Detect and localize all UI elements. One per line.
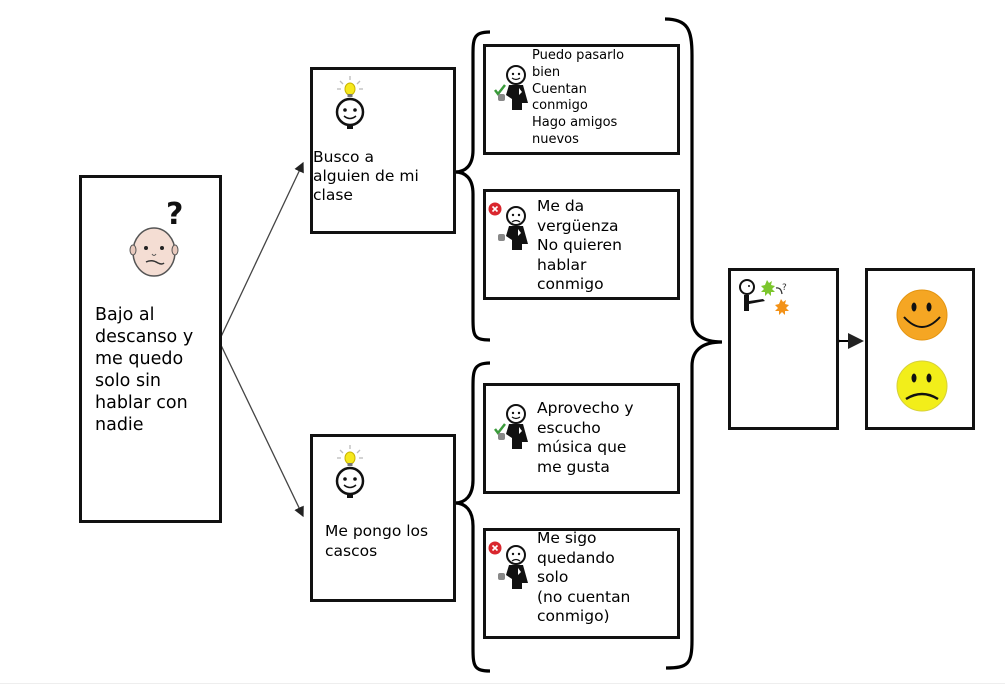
consequence-card-1-negative: Me da vergüenza No quieren hablar conmig…: [483, 189, 680, 300]
consequence-2-negative-text: Me sigo quedando solo (no cuentan conmig…: [537, 529, 631, 626]
consequence-card-2-positive: Aprovecho y escucho música que me gusta: [483, 383, 680, 494]
bottom-divider: [0, 683, 1005, 684]
person-thumbs-up-check-icon: [494, 404, 528, 449]
option-2-text: Me pongo los cascos: [325, 522, 429, 560]
person-thumbs-up-check-icon: [494, 65, 528, 110]
idea-lightbulb-face-icon: [335, 445, 365, 498]
brace-consequences: [664, 17, 723, 670]
idea-lightbulb-face-icon: [335, 76, 365, 129]
situation-card: ? Bajo al descanso y me quedo solo sin h…: [79, 175, 222, 523]
arrow-to-option-1: [218, 161, 304, 342]
consequence-1-positive-text: Puedo pasarlo bien Cuentan conmigo Hago …: [532, 48, 625, 147]
outcomes-card: [865, 268, 975, 430]
svg-text:?: ?: [166, 197, 183, 232]
arrow-to-option-2: [218, 340, 304, 518]
situation-text: Bajo al descanso y me quedo solo sin hab…: [95, 305, 194, 435]
consequence-2-positive-text: Aprovecho y escucho música que me gusta: [537, 399, 634, 476]
happy-face-icon: [896, 289, 948, 341]
consequence-1-negative-text: Me da vergüenza No quieren hablar conmig…: [537, 197, 622, 294]
option-1-text: Busco a alguien de mi clase: [313, 148, 419, 204]
person-choosing-options-icon: ?: [739, 279, 789, 315]
svg-text:?: ?: [782, 283, 787, 293]
consequence-card-1-positive: Puedo pasarlo bien Cuentan conmigo Hago …: [483, 44, 680, 155]
confused-face-with-question-mark-icon: ?: [129, 197, 183, 277]
option-card-2: Me pongo los cascos: [310, 434, 456, 602]
sad-face-icon: [896, 360, 948, 412]
sad-person-cross-icon: [488, 541, 528, 589]
option-card-1: Busco a alguien de mi clase: [310, 67, 456, 234]
decision-card: ?: [728, 268, 839, 430]
consequence-card-2-negative: Me sigo quedando solo (no cuentan conmig…: [483, 528, 680, 639]
sad-person-cross-icon: [488, 202, 528, 250]
